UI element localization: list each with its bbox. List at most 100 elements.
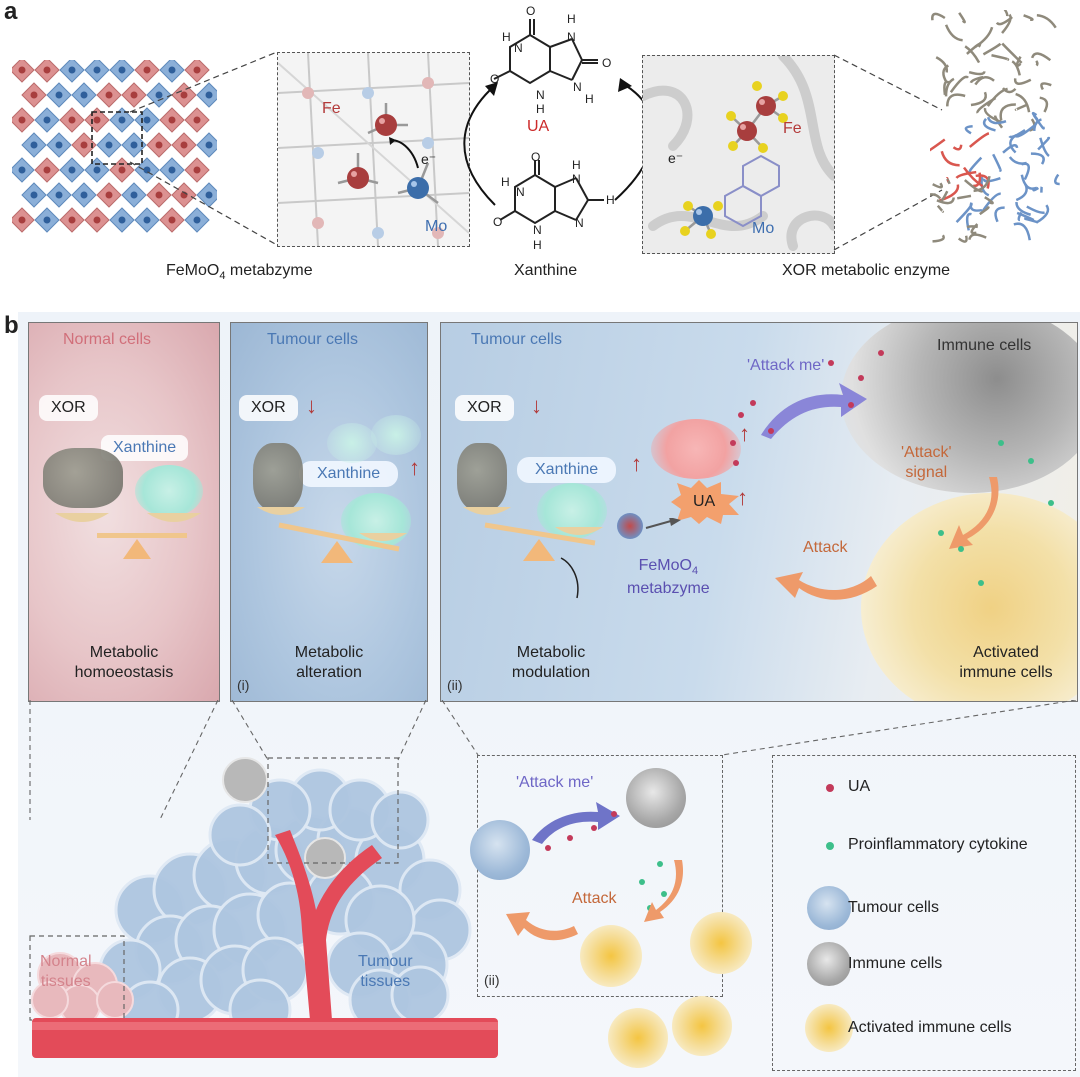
- zoom-connector-left: [129, 51, 278, 246]
- legend-label-cytokine: Proinflammatory cytokine: [848, 836, 1028, 853]
- attack-signal-arrow: [949, 477, 999, 549]
- xanthine-label-box2: Xanthine: [299, 461, 399, 487]
- xanthine-structure: [499, 160, 604, 225]
- xan-n-bottom: N: [533, 223, 542, 237]
- balance-scale-icon-box3: [463, 507, 603, 561]
- nanoparticle-arrows: [560, 518, 681, 599]
- xan-h-left: H: [501, 175, 510, 189]
- electron-label-left: e⁻: [421, 151, 437, 167]
- xor-protein-icon-box1: [43, 448, 123, 508]
- uric-acid-structure: [493, 19, 598, 85]
- xan-h-top: H: [572, 158, 581, 172]
- ua-n-left: N: [514, 41, 523, 55]
- ua-n-bottom-right: N: [573, 80, 582, 94]
- ua-o-left: O: [490, 72, 500, 86]
- femoo4-zoom-structure: [278, 53, 469, 246]
- legend-box: [772, 755, 1076, 1071]
- balance-scale-icon-box1: [55, 513, 201, 559]
- xor-active-site-box: [642, 55, 835, 254]
- xor-label-box3: XOR: [455, 395, 514, 421]
- xanthine-caption: Xanthine: [514, 262, 578, 279]
- attack-signal-arrow-bottom: [644, 860, 684, 922]
- xor-down-arrow-box3: ↓: [531, 393, 542, 418]
- tumour-tissue-illustration: [29, 757, 498, 1058]
- fe-label-right: Fe: [783, 120, 802, 137]
- femoo4-caption: FeMoO4 metabzyme: [166, 262, 313, 283]
- xor-label-box2: XOR: [239, 395, 298, 421]
- immune-cell-icon-bottom: [626, 768, 686, 828]
- mo-label-right: Mo: [752, 220, 775, 237]
- xor-enzyme-image: [930, 10, 1060, 243]
- xan-n-bottom-right: N: [575, 216, 584, 230]
- legend-label-ua: UA: [848, 778, 871, 795]
- balance-scale-icon-box2: [257, 507, 407, 563]
- xor-active-site-structure: [643, 56, 834, 251]
- tumour-cells-title-ii: Tumour cells: [471, 331, 562, 348]
- xan-h-bottom: H: [533, 238, 542, 252]
- ua-n-top: N: [567, 30, 576, 44]
- xanthine-molecule-icon-box1: [135, 465, 203, 517]
- xor-down-arrow-box2: ↓: [306, 393, 317, 418]
- activated-cell-icon-bottom-4: [672, 996, 732, 1056]
- xor-enzyme-caption: XOR metabolic enzyme: [782, 262, 951, 279]
- zoom-connectors-b: [29, 700, 1077, 820]
- xan-n-top: N: [572, 172, 581, 186]
- mo-label-left: Mo: [425, 218, 448, 235]
- roman-ii-bottom: (ii): [484, 972, 500, 988]
- bottom-dots: [545, 811, 667, 911]
- xor-protein-icon-box2: [253, 443, 303, 511]
- activated-cell-icon-bottom-1: [580, 925, 642, 987]
- xanthine-label-box3: Xanthine: [517, 457, 617, 483]
- ua-h-bottom-right: H: [585, 92, 594, 106]
- activated-immune-cell-shape: [861, 493, 1077, 701]
- xanthine-label-box1: Xanthine: [101, 435, 189, 461]
- immune-cells-title: Immune cells: [937, 337, 1032, 354]
- legend-icon-ua: [826, 784, 834, 792]
- femoo4-crystal-image: [12, 60, 217, 233]
- attack-me-arrow-bottom: [532, 802, 620, 844]
- attack-label-bottom: Attack: [572, 890, 617, 907]
- femoo4-zoom-box: [277, 52, 470, 247]
- panel-b-letter: b: [4, 312, 19, 339]
- ua-h-top: H: [567, 12, 576, 26]
- mechanism-zoom-box-ii: [477, 755, 723, 997]
- xanthine-molecule-icon-box2a: [327, 423, 377, 463]
- xanthine-molecule-icon-box2b: [371, 415, 421, 455]
- attack-arrow-bottom: [506, 912, 578, 941]
- roman-ii-box3: (ii): [447, 677, 463, 693]
- xan-o-top: O: [531, 150, 541, 164]
- zoom-connector-right: [833, 54, 943, 251]
- legend-icon-immune-cell: [807, 942, 851, 986]
- femoo4-metabzyme-label: FeMoO4 metabzyme: [627, 557, 710, 598]
- xanthine-up-arrow-box2: ↑: [409, 455, 420, 480]
- femoo4-nanoparticle-icon: [617, 513, 643, 539]
- roman-i-box2: (i): [237, 677, 250, 693]
- legend-label-activated-cells: Activated immune cells: [848, 1019, 1012, 1036]
- ua-n-bottom: N: [536, 88, 545, 102]
- activated-cell-icon-bottom-2: [690, 912, 752, 974]
- attack-signal-label: 'Attack'signal: [901, 444, 952, 481]
- ua-o-top: O: [526, 4, 536, 18]
- panel-a-letter: a: [4, 0, 18, 25]
- normal-cells-title: Normal cells: [63, 331, 152, 348]
- xan-o-left: O: [493, 215, 503, 229]
- ua-cytokine-dots-box3: [730, 350, 1054, 586]
- ua-label: UA: [527, 118, 550, 135]
- activated-cell-icon-bottom-3: [608, 1008, 668, 1068]
- legend-label-immune-cells: Immune cells: [848, 955, 943, 972]
- ua-h-left: H: [502, 30, 511, 44]
- fe-label-left: Fe: [322, 100, 341, 117]
- legend-icon-activated-cell: [805, 1004, 853, 1052]
- xan-n-left: N: [516, 185, 525, 199]
- ua-h-bottom: H: [536, 102, 545, 116]
- ua-label-box3: UA: [693, 493, 716, 510]
- attack-label-box3: Attack: [803, 539, 848, 556]
- tumour-cells-title-i: Tumour cells: [267, 331, 358, 348]
